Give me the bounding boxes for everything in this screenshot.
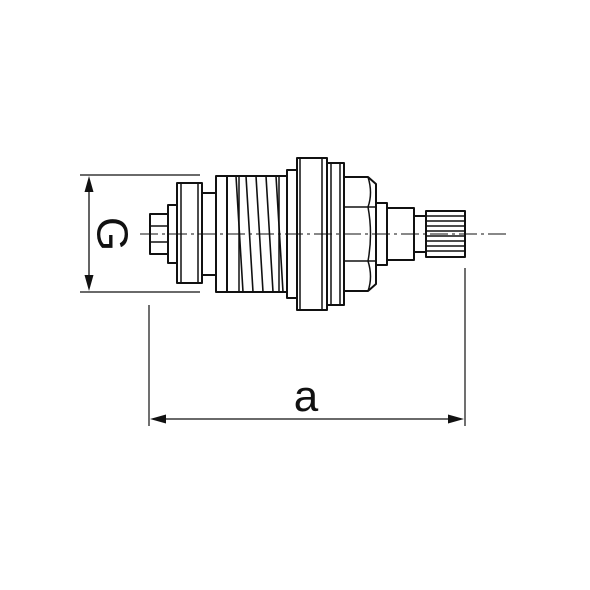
dimension-g-label: G xyxy=(88,217,137,251)
packing-cap xyxy=(176,182,203,284)
dimension-g-extension-lines xyxy=(80,174,200,293)
dimension-g-arrow-bottom xyxy=(84,275,94,291)
end-nut xyxy=(149,213,169,255)
dimension-g-arrow-top xyxy=(84,176,94,192)
dimension-g: G xyxy=(84,176,137,291)
dimension-a-extension-lines xyxy=(148,268,466,426)
dimension-a: a xyxy=(150,372,464,424)
dimension-a-label: a xyxy=(294,372,319,421)
dimension-a-arrow-left xyxy=(150,414,166,424)
dimension-a-arrow-right xyxy=(448,414,464,424)
